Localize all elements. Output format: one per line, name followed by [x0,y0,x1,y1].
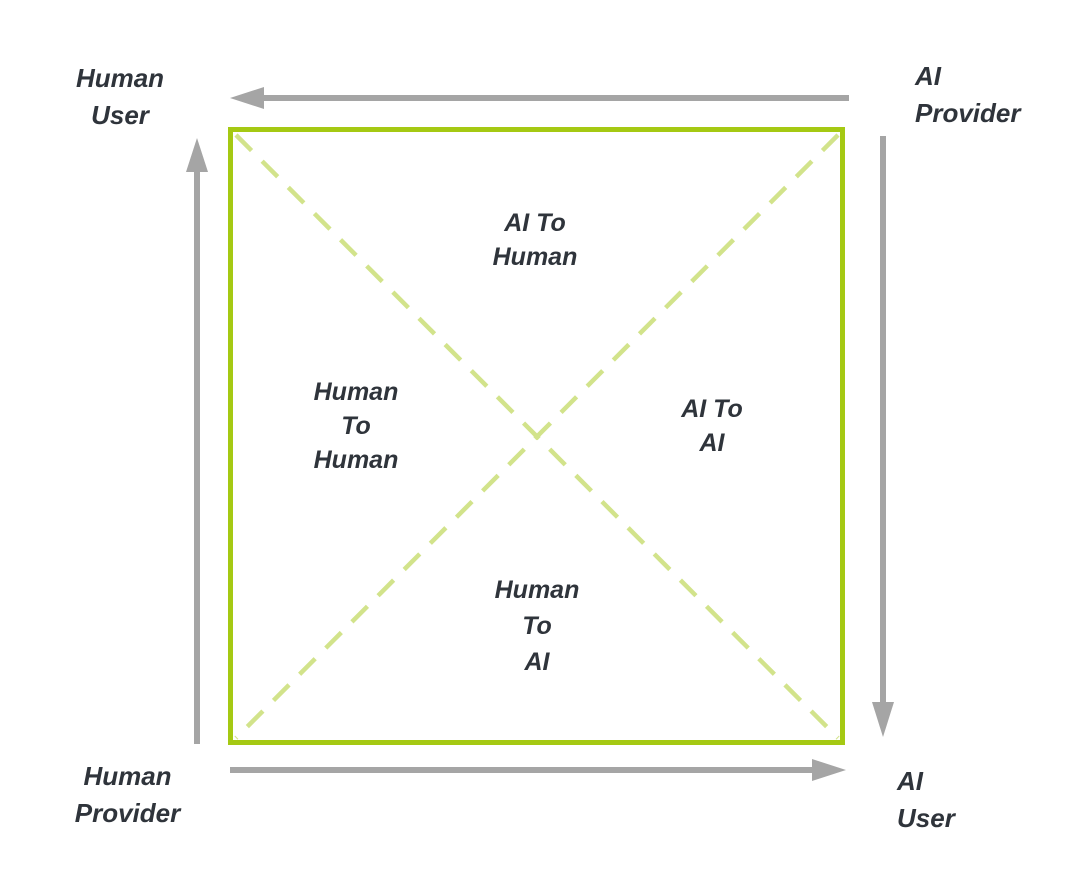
arrow-right-down-icon [872,136,894,737]
quadrant-label-line: Human [492,243,578,271]
arrow-bottom-right-icon [230,759,846,781]
corner-label-line: Provider [915,98,1021,128]
corner-label-ai-provider: AI Provider [915,58,1075,132]
quadrant-label-line: Human [313,446,399,474]
quadrant-label-ai-to-ai: AI To AI [612,392,812,460]
quadrant-label-line: To [341,412,371,440]
quadrant-label-line: AI [524,648,550,676]
quadrant-label-human-to-ai: Human To AI [437,572,637,680]
quadrant-label-line: AI To [504,209,566,237]
corner-label-line: User [897,803,955,833]
quadrant-label-human-to-human: Human To Human [256,375,456,477]
corner-label-line: Human [75,63,165,93]
corner-label-line: User [91,100,149,130]
quadrant-label-line: AI [699,429,725,457]
corner-label-human-provider: Human Provider [40,758,215,832]
quadrant-label-line: To [522,612,552,640]
arrow-left-up-icon [186,138,208,744]
quadrant-label-line: Human [313,378,399,406]
quadrant-label-ai-to-human: AI To Human [435,206,635,274]
corner-label-human-user: Human User [40,60,200,134]
quadrant-label-line: Human [494,576,580,604]
corner-label-ai-user: AI User [897,763,1057,837]
corner-label-line: Provider [74,798,181,828]
arrow-top-left-icon [230,87,849,109]
quadrant-label-line: AI To [681,395,743,423]
corner-label-line: Human [83,761,172,791]
corner-label-line: AI [915,61,941,91]
corner-label-line: AI [897,766,923,796]
